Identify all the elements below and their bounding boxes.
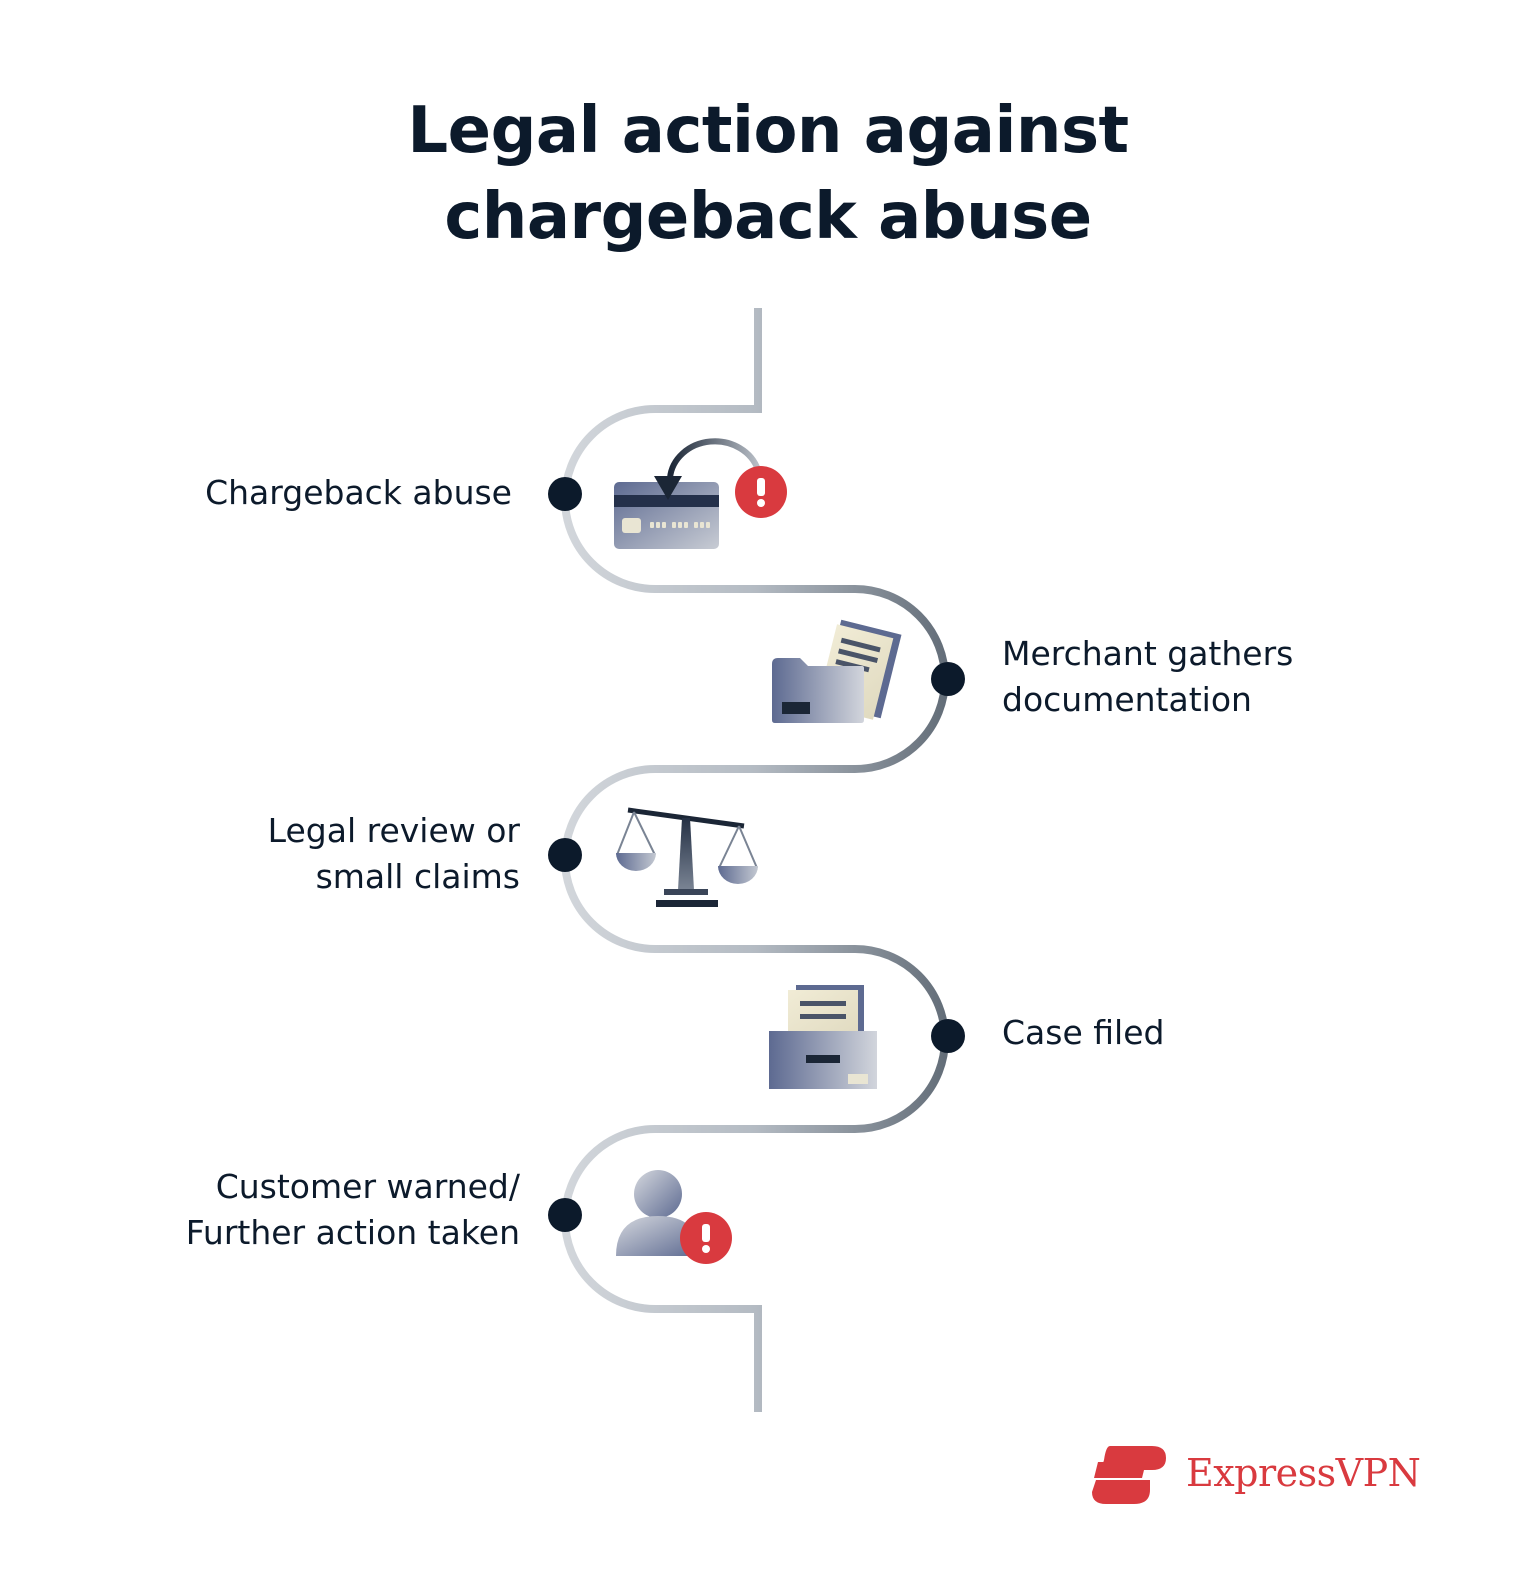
step-node-2 (931, 662, 965, 696)
step-node-3 (548, 838, 582, 872)
credit-card-chargeback-icon (614, 438, 787, 549)
page-title: Legal action against chargeback abuse (0, 88, 1536, 260)
step-node-4 (931, 1019, 965, 1053)
step-label-3-line-1: Legal review or (267, 811, 520, 850)
step-label-5-line-1: Customer warned/ (215, 1167, 520, 1206)
step-label-2: Merchant gathers documentation (1002, 631, 1293, 723)
folder-documents-icon (772, 619, 902, 723)
step-label-5-line-2: Further action taken (185, 1213, 520, 1252)
user-warning-icon (616, 1170, 732, 1264)
step-node-5 (548, 1198, 582, 1232)
title-line-1: Legal action against (407, 94, 1129, 168)
expressvpn-logo-icon (1092, 1446, 1166, 1504)
step-label-1: Chargeback abuse (205, 470, 512, 516)
step-label-1-line-1: Chargeback abuse (205, 473, 512, 512)
filing-cabinet-icon (769, 985, 877, 1089)
step-label-3-line-2: small claims (315, 857, 520, 896)
brand-wordmark: ExpressVPN (1186, 1451, 1421, 1495)
step-label-5: Customer warned/ Further action taken (186, 1164, 520, 1256)
title-line-2: chargeback abuse (444, 180, 1092, 254)
step-node-1 (548, 477, 582, 511)
step-label-2-line-2: documentation (1002, 680, 1252, 719)
scales-of-justice-icon (616, 807, 758, 907)
step-label-2-line-1: Merchant gathers (1002, 634, 1294, 673)
step-label-4-line-1: Case filed (1002, 1013, 1165, 1052)
step-label-3: Legal review or small claims (268, 808, 520, 900)
step-label-4: Case filed (1002, 1010, 1164, 1056)
